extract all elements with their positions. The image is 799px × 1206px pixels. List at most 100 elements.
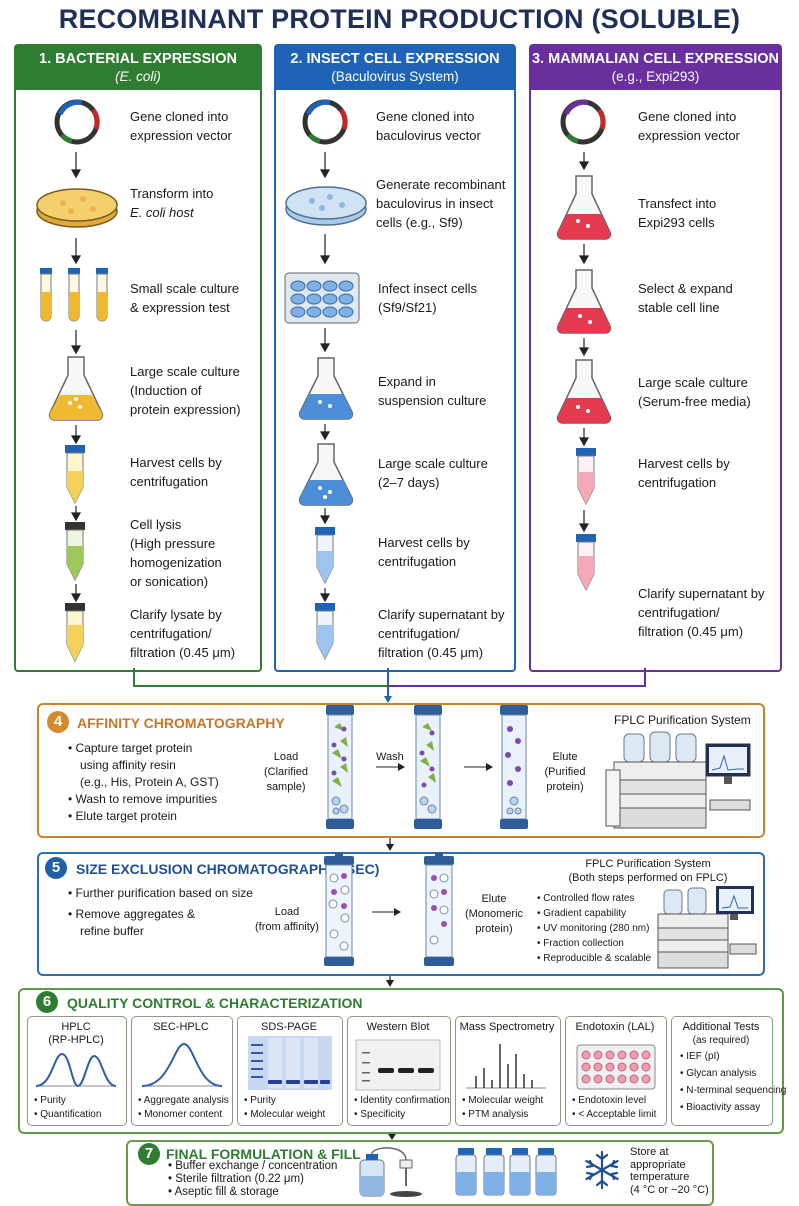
qc-card-western-blot-bullets: Identity confirmationSpecificity	[354, 1094, 450, 1122]
bacterial-step-3: Small scale culture& expression test	[130, 281, 240, 315]
mass-spectrum-icon	[466, 1044, 546, 1089]
qc-card-endotoxin-bullets: Endotoxin level< Acceptable limit	[572, 1094, 656, 1122]
mammalian-step-4: Large scale culture(Serum-free media)	[638, 375, 751, 409]
flask-icon	[48, 356, 104, 421]
two-peak-chromatogram-icon	[35, 1052, 117, 1088]
qc-card-sds-page-bullets: PurityMolecular weight	[244, 1094, 325, 1122]
final-bullets: Buffer exchange / concentrationSterile f…	[168, 1160, 338, 1199]
affinity-bullet-cont-2: (e.g., His, Protein A, GST)	[80, 775, 219, 789]
centrifuge-tube-icon	[576, 448, 596, 506]
qc-heading: QUALITY CONTROL & CHARACTERIZATION	[67, 995, 363, 1011]
insect-expression-column: 2. INSECT CELL EXPRESSION (Baculovirus S…	[274, 44, 516, 672]
flask-icon	[556, 359, 612, 424]
mammalian-subheading: (e.g., Expi293)	[611, 69, 700, 84]
filtration-setup-icon	[359, 1147, 422, 1197]
petri-dish-icon	[36, 188, 118, 228]
mammalian-heading: 3. MAMMALIAN CELL EXPRESSION	[531, 51, 780, 67]
centrifuge-tube-icon	[65, 603, 85, 663]
final-heading: FINAL FORMULATION & FILL	[166, 1146, 361, 1162]
blot-icon	[355, 1039, 441, 1091]
culture-tubes-icon	[40, 268, 108, 322]
qc-card-mass-spec-bullets: Molecular weightPTM analysis	[462, 1094, 543, 1122]
qc-card-sds-page-title: SDS-PAGE	[260, 1021, 318, 1033]
qc-card-additional-bullets: IEF (pI)Glycan analysisN-terminal sequen…	[680, 1048, 786, 1116]
qc-card-hplc-title: HPLC(RP-HPLC)	[48, 1021, 104, 1046]
affinity-fplc-label: FPLC Purification System	[614, 713, 751, 727]
qc-badge: 6	[36, 991, 58, 1013]
centrifuge-tube-icon	[315, 603, 335, 661]
bacterial-heading: 1. BACTERIAL EXPRESSION	[39, 51, 237, 67]
single-peak-chromatogram-icon	[141, 1042, 223, 1087]
gel-icon	[248, 1036, 332, 1090]
sec-column-elute	[424, 852, 454, 966]
qc-card-endotoxin-title: Endotoxin (LAL)	[575, 1021, 655, 1033]
final-badge: 7	[138, 1143, 160, 1165]
bacterial-subheading: (E. coli)	[115, 69, 161, 84]
mammalian-expression-column: 3. MAMMALIAN CELL EXPRESSION (e.g., Expi…	[529, 44, 782, 672]
vials-icon	[455, 1148, 557, 1196]
column-load	[326, 705, 354, 829]
affinity-wash-label: Wash	[376, 751, 404, 763]
centrifuge-tube-icon	[315, 527, 335, 585]
insect-step-5: Large scale culture(2–7 days)	[378, 456, 488, 490]
qc-card-western-blot-title: Western Blot	[366, 1021, 430, 1033]
plasmid-icon	[560, 99, 606, 145]
sec-badge: 5	[45, 857, 67, 879]
lysis-tube-icon	[65, 522, 85, 582]
sec-heading: SIZE EXCLUSION CHROMATOGRAPHY (SEC)	[76, 861, 380, 877]
sec-fplc-label: FPLC Purification System(Both steps perf…	[568, 858, 728, 884]
sec-bullet-cont: refine buffer	[80, 924, 144, 938]
insect-step-3: Infect insect cells(Sf9/Sf21)	[378, 281, 477, 315]
column-wash	[414, 705, 442, 829]
affinity-badge: 4	[47, 711, 69, 733]
flask-icon	[298, 443, 354, 506]
centrifuge-tube-icon	[65, 445, 85, 505]
sec-bullets: Further purification based on size Remov…	[68, 885, 253, 940]
sec-columns	[324, 852, 454, 966]
mammalian-column-header: 3. MAMMALIAN CELL EXPRESSION (e.g., Expi…	[531, 46, 780, 90]
flask-icon	[556, 175, 612, 240]
insect-subheading: (Baculovirus System)	[331, 69, 459, 84]
sec-features: Controlled flow ratesGradient capability…	[537, 891, 651, 966]
bacterial-column-header: 1. BACTERIAL EXPRESSION (E. coli)	[16, 46, 260, 90]
qc-card-sec-hplc-bullets: Aggregate analysisMonomer content	[138, 1094, 229, 1122]
plasmid-icon	[302, 99, 348, 145]
flask-icon	[298, 357, 354, 420]
petri-dish-icon	[285, 186, 367, 226]
snowflake-icon	[585, 1150, 619, 1190]
chromatography-columns	[326, 705, 528, 829]
affinity-bullet-cont-1: using affinity resin	[80, 758, 176, 772]
fplc-system-icon	[657, 886, 757, 969]
fplc-system-icon	[605, 731, 751, 829]
insect-column-header: 2. INSECT CELL EXPRESSION (Baculovirus S…	[276, 46, 514, 90]
affinity-bullets: Capture target protein using affinity re…	[68, 740, 219, 825]
sec-column-load	[324, 852, 354, 966]
sec-load-label: Load(from affinity)	[255, 906, 319, 933]
well-plate-icon	[576, 1044, 656, 1090]
qc-card-hplc-bullets: PurityQuantification	[34, 1094, 101, 1122]
qc-card-mass-spec-title: Mass Spectrometry	[459, 1021, 555, 1033]
bacterial-expression-column: 1. BACTERIAL EXPRESSION (E. coli)	[14, 44, 262, 672]
flask-icon	[556, 269, 612, 334]
centrifuge-tube-icon	[576, 534, 596, 592]
plasmid-icon	[54, 99, 100, 145]
